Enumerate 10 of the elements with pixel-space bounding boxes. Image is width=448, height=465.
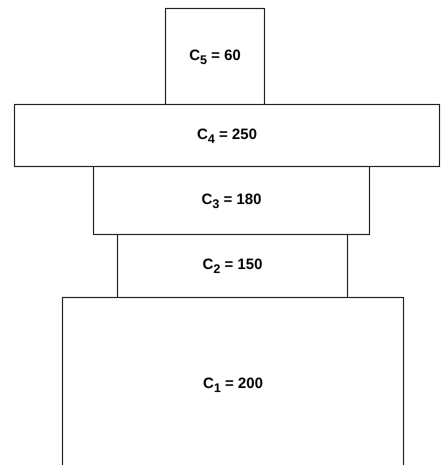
level-box <box>93 166 370 235</box>
level-label: C$_{1}$ = 200 <box>203 374 263 394</box>
level-label: C$_{3}$ = 180 <box>202 190 262 210</box>
level-label: C$_{4}$ = 250 <box>197 126 257 146</box>
level-label: C$_{5}$ = 60 <box>189 46 241 66</box>
level-box <box>165 8 265 105</box>
level-box <box>117 234 348 298</box>
level-label: C$_{2}$ = 150 <box>202 256 262 276</box>
level-box <box>62 297 404 465</box>
level-box <box>14 104 440 167</box>
